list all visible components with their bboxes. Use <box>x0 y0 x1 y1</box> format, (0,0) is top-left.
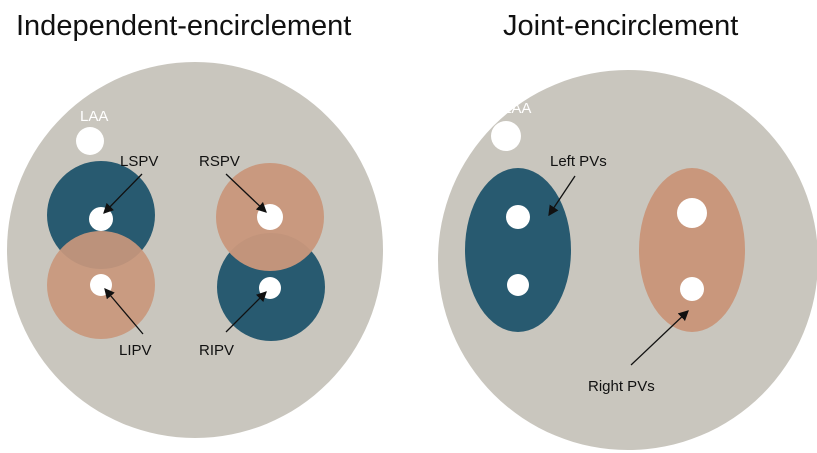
ripv-label: RIPV <box>199 342 234 359</box>
laa-label: LAA <box>80 108 108 125</box>
rspv-label: RSPV <box>199 153 240 170</box>
left-pvs-lesion <box>465 168 571 332</box>
lspv-arrow <box>103 173 143 214</box>
right-pvs-arrow <box>630 310 689 366</box>
laa-orifice-joint <box>491 121 521 151</box>
ripv-arrow <box>225 291 267 333</box>
laa-label-joint: LAA <box>503 100 531 117</box>
lipv-arrow <box>104 288 144 335</box>
left-inferior-pv-orifice <box>507 274 529 296</box>
left-pvs-label: Left PVs <box>550 153 607 170</box>
left-superior-pv-orifice <box>506 205 530 229</box>
lipv-label: LIPV <box>119 342 152 359</box>
rspv-arrow <box>225 173 267 213</box>
independent-encirclement-title: Independent-encirclement <box>16 10 352 42</box>
joint-encirclement-panel: LAA Left PVs Right PVs <box>438 70 817 450</box>
independent-encirclement-panel: LAA LSPV RSPV LIPV RIPV <box>7 62 383 438</box>
right-pvs-label: Right PVs <box>588 378 655 395</box>
left-pvs-arrow <box>548 175 576 217</box>
lspv-label: LSPV <box>120 153 158 170</box>
right-atrium-disc <box>438 70 817 450</box>
lspv-orifice <box>89 207 113 231</box>
laa-orifice <box>76 127 104 155</box>
right-pvs-lesion <box>639 168 745 332</box>
right-superior-pv-orifice <box>677 198 707 228</box>
joint-encirclement-title: Joint-encirclement <box>503 10 739 42</box>
left-atrium-disc <box>7 62 383 438</box>
right-inferior-pv-orifice <box>680 277 704 301</box>
